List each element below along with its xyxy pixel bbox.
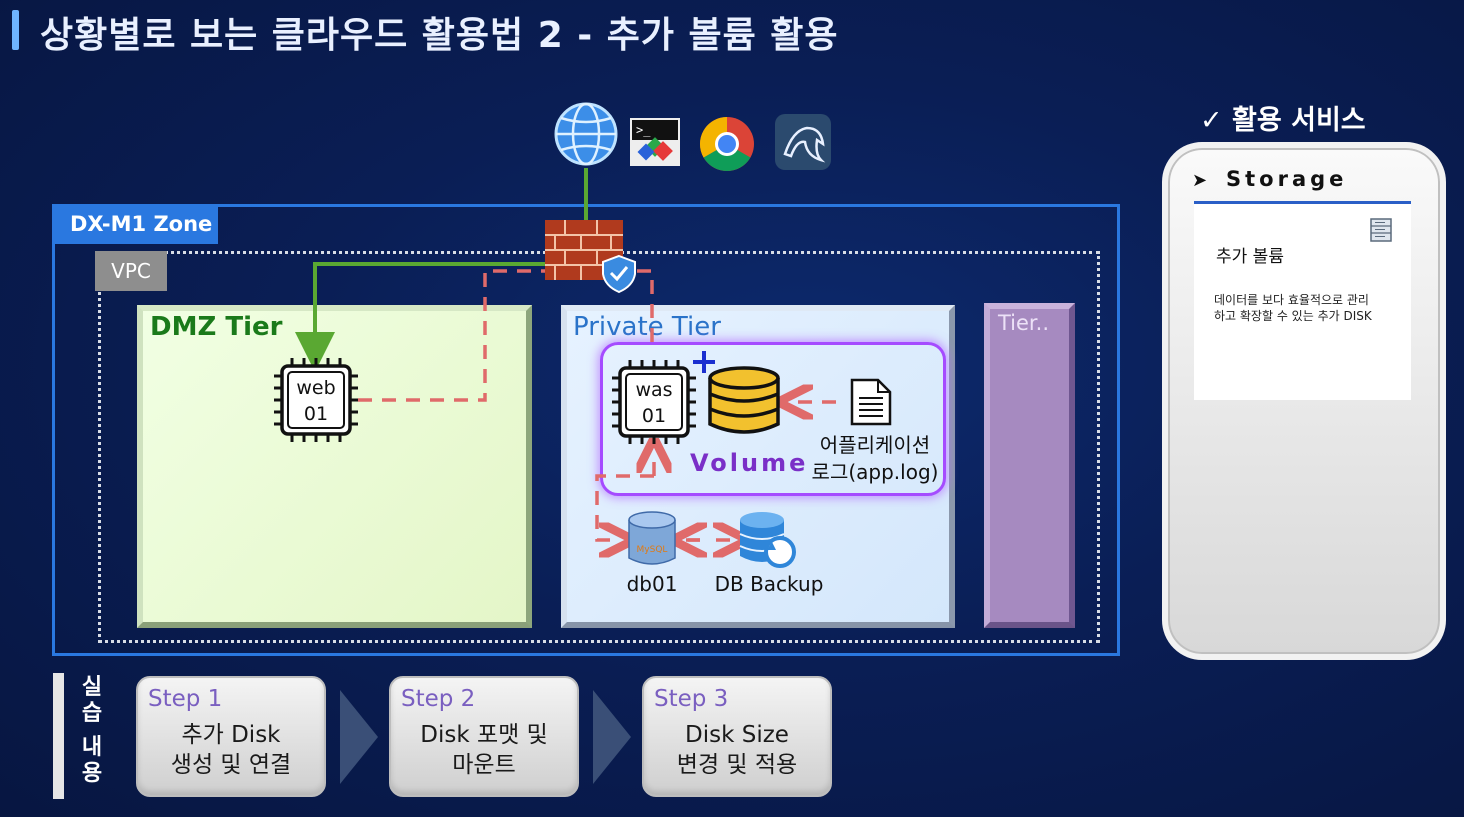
svg-text:>_: >_ xyxy=(636,123,651,137)
applog-label-line1: 어플리케이션 xyxy=(819,433,931,457)
applog-label-line2: 로그(app.log) xyxy=(811,460,939,484)
private-tier xyxy=(561,305,955,628)
arrow-right-icon: ➤ xyxy=(1192,170,1208,191)
practice-char: 습 xyxy=(81,701,103,726)
chrome-icon xyxy=(699,116,754,172)
other-tier-label: Tier.. xyxy=(998,311,1049,335)
firewall-icon xyxy=(545,220,636,294)
applog-label: 어플리케이션 로그(app.log) xyxy=(808,432,942,486)
db-backup-label: DB Backup xyxy=(714,572,824,596)
was01-label-2: 01 xyxy=(642,405,666,427)
volume-label: Volume xyxy=(690,449,809,477)
practice-char: 용 xyxy=(81,761,103,786)
internet-connector xyxy=(295,168,588,372)
services-heading: ✓ 활용 서비스 xyxy=(1200,105,1366,136)
practice-char: 실 xyxy=(81,675,103,700)
chevron-right-icon xyxy=(593,690,631,784)
db-backup-icon xyxy=(739,512,796,568)
log-file-icon xyxy=(850,378,892,426)
step-1-line2: 생성 및 연결 xyxy=(170,752,292,778)
step-3-card[interactable]: Step 3 Disk Size 변경 및 적용 xyxy=(642,676,832,797)
private-tier-label: Private Tier xyxy=(573,312,721,342)
chevron-right-icon xyxy=(340,690,378,784)
volume-group xyxy=(600,342,946,496)
volume-database-icon xyxy=(708,366,780,434)
step-3-body: Disk Size 변경 및 적용 xyxy=(644,720,830,780)
plus-icon xyxy=(693,351,715,373)
svg-text:MySQL: MySQL xyxy=(637,545,668,555)
db01-label: db01 xyxy=(626,572,678,596)
terminal-app-icon: >_ xyxy=(630,118,680,166)
step-2-line2: 마운트 xyxy=(452,752,516,778)
step-2-line1: Disk 포맷 및 xyxy=(420,722,548,748)
web01-label-2: 01 xyxy=(304,403,328,425)
step-2-body: Disk 포맷 및 마운트 xyxy=(391,720,577,780)
step-1-title: Step 1 xyxy=(148,686,223,712)
storage-category: Storage xyxy=(1226,167,1348,191)
dmz-tier-label: DMZ Tier xyxy=(150,312,283,342)
step-3-line1: Disk Size xyxy=(685,722,789,748)
step-2-card[interactable]: Step 2 Disk 포맷 및 마운트 xyxy=(389,676,579,797)
step-3-title: Step 3 xyxy=(654,686,729,712)
step-1-body: 추가 Disk 생성 및 연결 xyxy=(138,720,324,780)
web-to-firewall-dash xyxy=(358,269,654,402)
practice-accent-bar xyxy=(53,673,64,799)
mysql-workbench-icon xyxy=(775,114,831,170)
was01-label-1: was xyxy=(635,379,672,401)
practice-char: 내 xyxy=(81,735,103,760)
client-icons: >_ xyxy=(554,102,831,172)
storage-server-icon xyxy=(1370,218,1392,242)
page-title: 상황별로 보는 클라우드 활용법 2 - 추가 볼륨 활용 xyxy=(40,15,839,56)
title-accent-bar xyxy=(12,10,19,50)
card-title: 추가 볼륨 xyxy=(1216,247,1284,267)
step-1-line1: 추가 Disk xyxy=(181,722,281,748)
practice-label: 실 습 내 용 xyxy=(80,675,104,787)
vpc-label: VPC xyxy=(95,251,167,291)
card-description: 데이터를 보다 효율적으로 관리하고 확장할 수 있는 추가 DISK xyxy=(1214,293,1372,323)
globe-icon xyxy=(554,102,618,166)
was01-server-icon xyxy=(612,360,696,444)
was-to-db-dash xyxy=(595,474,654,540)
step-1-card[interactable]: Step 1 추가 Disk 생성 및 연결 xyxy=(136,676,326,797)
step-3-line2: 변경 및 적용 xyxy=(676,752,798,778)
mysql-db-icon: MySQL xyxy=(628,511,676,565)
web01-label-1: web xyxy=(296,377,335,399)
web01-server-icon xyxy=(274,358,358,442)
step-2-title: Step 2 xyxy=(401,686,476,712)
zone-label: DX-M1 Zone xyxy=(52,204,218,244)
other-tier xyxy=(984,303,1075,628)
